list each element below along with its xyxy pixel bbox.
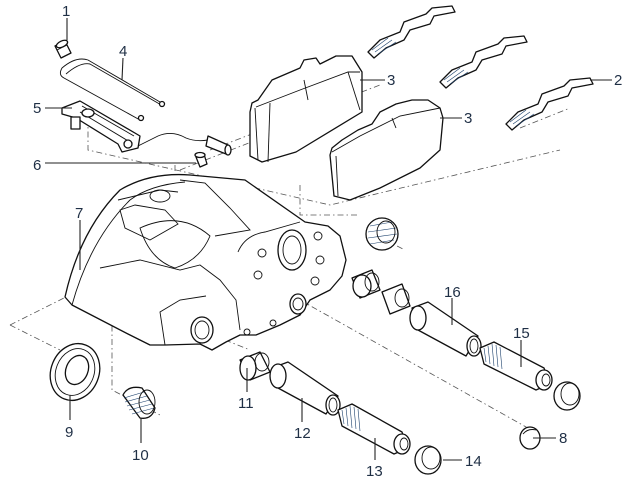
callouts: 1 2 3 3 4 5 6 7 8 9 10 11 12 13 14 15 16 bbox=[33, 3, 622, 480]
part-5-wear-sensor bbox=[61, 100, 232, 156]
callout-16: 16 bbox=[444, 284, 461, 301]
spring-3 bbox=[505, 77, 594, 131]
callout-8: 8 bbox=[559, 430, 567, 447]
callout-15: 15 bbox=[513, 325, 530, 342]
cap-upper bbox=[553, 381, 581, 411]
callout-1: 1 bbox=[62, 3, 70, 20]
callout-10: 10 bbox=[132, 447, 149, 464]
leader-lines bbox=[45, 18, 612, 461]
part-3-brake-pad-outer bbox=[329, 99, 444, 201]
part-10-bellows bbox=[122, 386, 156, 419]
callout-6: 6 bbox=[33, 157, 41, 174]
spring-2 bbox=[439, 35, 528, 89]
callout-7: 7 bbox=[75, 205, 83, 222]
callout-2: 2 bbox=[614, 72, 622, 89]
callout-9: 9 bbox=[65, 424, 73, 441]
part-7-caliper-housing bbox=[64, 173, 347, 351]
callout-3-outer: 3 bbox=[464, 110, 472, 127]
part-13-guide-bolt bbox=[337, 403, 411, 455]
upper-bellows bbox=[365, 217, 399, 251]
part-12-guide-sleeve bbox=[269, 361, 341, 416]
callout-5: 5 bbox=[33, 100, 41, 117]
callout-13: 13 bbox=[366, 463, 383, 480]
part-3-brake-pad-inner bbox=[249, 55, 363, 163]
callout-3-inner: 3 bbox=[387, 72, 395, 89]
callout-11: 11 bbox=[238, 395, 254, 412]
callout-4: 4 bbox=[119, 43, 127, 60]
callout-12: 12 bbox=[294, 425, 311, 442]
part-16-guide-sleeve bbox=[409, 301, 482, 357]
spring-1 bbox=[367, 5, 456, 59]
guide-bushings-upper bbox=[351, 269, 411, 315]
part-1-bolt bbox=[54, 39, 72, 59]
part-4-wire-clip bbox=[59, 58, 166, 122]
part-11-bushing bbox=[239, 351, 271, 381]
callout-14: 14 bbox=[465, 453, 482, 470]
part-14-cap bbox=[414, 445, 442, 475]
part-9-seal-ring bbox=[49, 342, 101, 402]
part-2-pad-retainer-springs bbox=[367, 5, 594, 131]
part-6-screw bbox=[194, 151, 208, 168]
part-15-guide-bolt bbox=[479, 341, 553, 391]
